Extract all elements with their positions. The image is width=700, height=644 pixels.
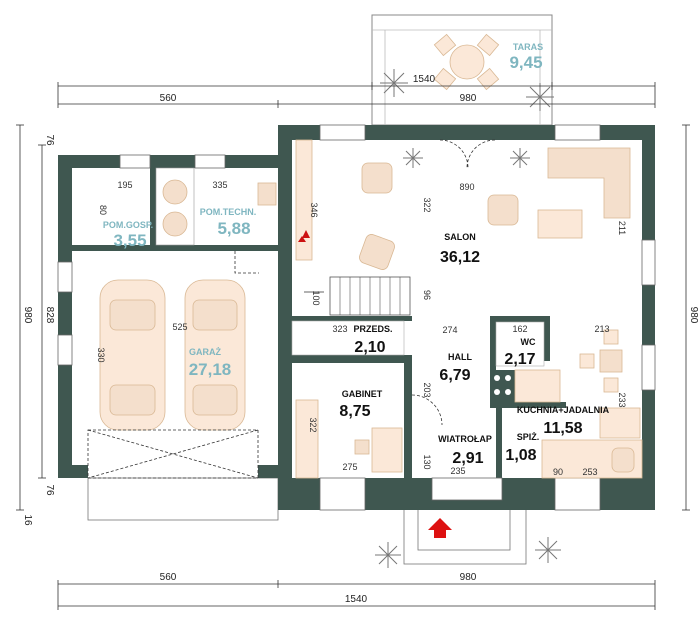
car-icon — [99, 279, 246, 431]
room-name-kuchnia: KUCHNIA+JADALNIA — [517, 405, 610, 415]
entrance-steps — [403, 499, 527, 565]
dim-top-left: 560 — [160, 93, 177, 104]
dim-525: 525 — [172, 322, 187, 332]
sink — [611, 447, 635, 473]
dim-203: 203 — [422, 382, 432, 397]
dim-left-small: 16 — [22, 514, 33, 526]
dim-left-bottom: 76 — [44, 484, 55, 496]
gabinet-furniture — [295, 399, 403, 479]
salon-furniture — [295, 139, 631, 270]
dim-top-right: 980 — [460, 93, 477, 104]
dim-335: 335 — [212, 180, 227, 190]
windows — [57, 124, 656, 511]
cooktop — [490, 369, 561, 403]
room-area-pom-techn: 5,88 — [217, 219, 250, 238]
room-name-pom-techn: POM.TECHN. — [200, 207, 257, 217]
terrace-doors — [439, 139, 496, 169]
room-area-garaz: 27,18 — [189, 360, 232, 379]
fireplace-icon — [298, 230, 310, 242]
room-name-przedsionek: PRZEDS. — [353, 324, 392, 334]
dim-left-top: 76 — [44, 134, 55, 146]
dim-890: 890 — [459, 182, 474, 192]
dim-346: 346 — [309, 202, 319, 217]
room-area-kuchnia: 11,58 — [543, 420, 582, 437]
dimension-lines-top — [57, 82, 656, 108]
terrace-table — [433, 33, 500, 91]
room-name-wiatrolap: WIATROŁAP — [438, 434, 492, 444]
wc-area — [495, 321, 545, 367]
room-area-wc: 2,17 — [504, 351, 535, 368]
dim-bottom-left: 560 — [160, 572, 177, 583]
dim-213: 213 — [594, 324, 609, 334]
room-area-taras: 9,45 — [509, 53, 542, 72]
room-name-salon: SALON — [444, 232, 476, 242]
room-name-garaz: GARAŻ — [189, 347, 221, 357]
dim-80: 80 — [98, 205, 108, 215]
dim-275: 275 — [342, 462, 357, 472]
room-area-spiz: 1,08 — [505, 447, 536, 464]
plant-icon — [403, 148, 530, 168]
dim-96: 96 — [422, 290, 432, 300]
room-name-wc: WC — [521, 337, 536, 347]
dim-100: 100 — [311, 290, 321, 305]
garage-rooms — [155, 167, 277, 274]
dim-330: 330 — [96, 347, 106, 362]
room-name-spiz: SPIŻ. — [517, 432, 540, 442]
dim-235: 235 — [450, 466, 465, 476]
dim-322-gabinet: 322 — [308, 417, 318, 432]
dim-bottom-right: 980 — [460, 572, 477, 583]
room-area-pom-gosp: 3,55 — [113, 231, 146, 250]
room-area-hall: 6,79 — [439, 367, 470, 384]
dim-130: 130 — [422, 454, 432, 469]
dim-323: 323 — [332, 324, 347, 334]
entrance-arrow-icon — [428, 518, 452, 538]
dim-90: 90 — [553, 467, 563, 477]
dim-195: 195 — [117, 180, 132, 190]
dining-table — [579, 329, 623, 393]
staircase — [304, 276, 411, 316]
driveway — [87, 477, 279, 521]
dim-left-outer: 980 — [22, 307, 33, 324]
dim-right-outer: 980 — [688, 307, 699, 324]
przedsionek-area — [291, 320, 405, 356]
room-name-taras: TARAS — [513, 42, 543, 52]
dim-322: 322 — [422, 197, 432, 212]
dim-211: 211 — [617, 221, 627, 235]
plant-icon — [375, 537, 561, 568]
room-area-salon: 36,12 — [440, 249, 480, 266]
kitchen-counter — [599, 407, 641, 439]
dim-274: 274 — [442, 325, 457, 335]
dim-bottom-outer: 1540 — [345, 594, 368, 605]
dim-terrace: 1540 — [413, 74, 436, 85]
room-name-pom-gosp: POM.GOSP. — [103, 220, 153, 230]
garage-door — [87, 429, 259, 479]
dimension-lines-bottom — [57, 580, 656, 610]
dim-left-inner: 828 — [44, 307, 55, 324]
room-area-wiatrolap: 2,91 — [452, 450, 483, 467]
dimension-lines-side — [16, 124, 690, 511]
room-name-gabinet: GABINET — [342, 389, 383, 399]
room-area-gabinet: 8,75 — [339, 403, 370, 420]
dim-253: 253 — [582, 467, 597, 477]
room-name-hall: HALL — [448, 352, 472, 362]
dim-162: 162 — [512, 324, 527, 334]
dim-333: 233 — [617, 392, 627, 407]
room-area-przedsionek: 2,10 — [354, 339, 385, 356]
